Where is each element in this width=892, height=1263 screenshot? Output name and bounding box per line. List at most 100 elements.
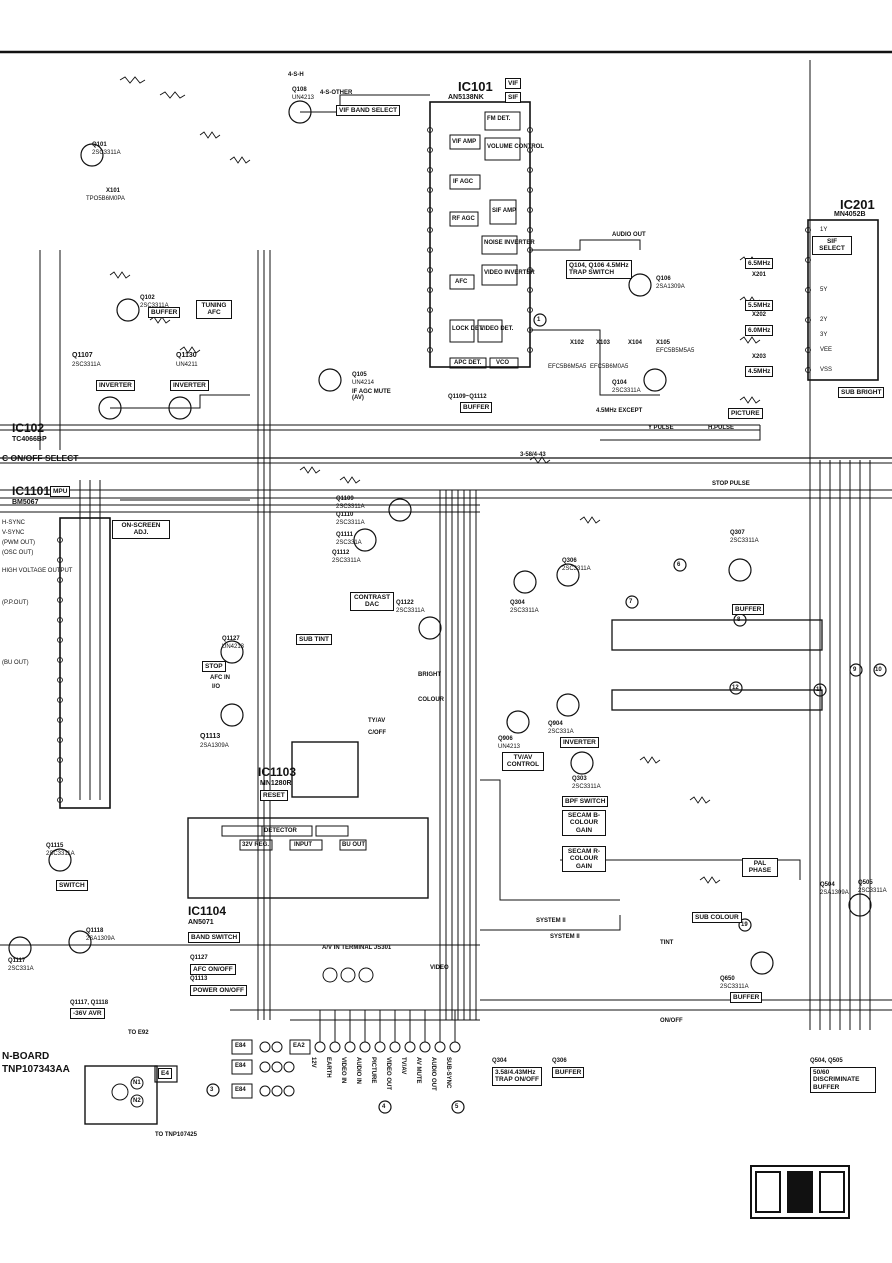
q307-ref: Q307 xyxy=(730,530,745,536)
q1122-part: 2SC3311A xyxy=(396,608,425,614)
note-q504-desc: 50/60 DISCRIMINATE BUFFER xyxy=(810,1067,876,1094)
q108-part: UN4213 xyxy=(292,95,315,101)
ic1101-pin-osc: (OSC OUT) xyxy=(2,550,34,556)
q1130-ref: Q1130 xyxy=(176,352,197,359)
x202-ref: X202 xyxy=(752,312,767,318)
ic101-block-lock: LOCK DET. xyxy=(452,326,484,332)
ic101-block-video-inv: VIDEO INVERTER xyxy=(484,270,535,276)
misc-tint: TINT xyxy=(660,940,674,946)
connector-n2: N2 xyxy=(133,1098,141,1104)
ic1101-pin-vsync: V-SYNC xyxy=(2,530,25,536)
buffer-label-3: BUFFER xyxy=(730,992,763,1004)
pin-av-mute: AV MUTE xyxy=(415,1057,421,1084)
q1118-part: 2SA1309A xyxy=(86,936,115,942)
q650-ref: Q650 xyxy=(720,976,735,982)
vif-band-select-label: VIF BAND SELECT xyxy=(336,105,401,117)
ic101-block-vco: VCO xyxy=(496,360,510,366)
secam-b-colour-label: SECAM B-COLOUR GAIN xyxy=(562,810,606,837)
ic1103-part: MN1280R xyxy=(260,780,292,787)
ic101-block-apc: APC DET. xyxy=(454,360,482,366)
connector-e84-3: E84 xyxy=(235,1087,246,1093)
ic102-part: TC4066BP xyxy=(12,436,47,443)
ic201-pin-vee: VEE xyxy=(820,347,833,353)
contrast-dac-label: CONTRAST DAC xyxy=(350,592,394,611)
page-position-indicator xyxy=(750,1165,850,1219)
q304-part: 2SC3311A xyxy=(510,608,539,614)
ic1101-pin-pwm: (PWM OUT) xyxy=(2,540,35,546)
inverter-label: INVERTER xyxy=(96,380,135,392)
switch-label: SWITCH xyxy=(56,880,88,892)
marker-9: 9 xyxy=(853,667,857,673)
sub-bright-label: SUB BRIGHT xyxy=(838,387,885,399)
note-q1117-desc: -36V AVR xyxy=(70,1008,105,1020)
marker-4: 4 xyxy=(382,1104,386,1110)
connector-ea2: EA2 xyxy=(293,1043,305,1049)
misc-tyav: TY/AV xyxy=(368,718,386,724)
ic101-block-vif-amp: VIF AMP xyxy=(452,139,477,145)
q505-part: 2SC3311A xyxy=(858,888,887,894)
q1117-ref: Q1117 xyxy=(8,958,26,964)
q108-ref: Q108 xyxy=(292,87,307,93)
video-label: VIDEO xyxy=(430,965,449,971)
q1127-part: UN4213 xyxy=(222,644,245,650)
secam-r-colour-label: SECAM R-COLOUR GAIN xyxy=(562,846,606,873)
marker-10: 10 xyxy=(875,667,882,673)
pin-earth: EARTH xyxy=(325,1057,331,1078)
trap-switch-label: Q104, Q106 4.5MHz TRAP SWITCH xyxy=(566,260,632,279)
pin-video-out: VIDEO OUT xyxy=(385,1057,391,1091)
av-terminal-label: A/V IN TERMINAL JS301 xyxy=(322,945,392,951)
note-q304-desc: 3.58/4.43MHz TRAP ON/OFF xyxy=(492,1067,542,1086)
x105-ref: X105 xyxy=(656,340,671,346)
q1130-part: UN4211 xyxy=(176,362,198,368)
ic201-part: MN4052B xyxy=(834,211,866,218)
pin-audio-in: AUDIO IN xyxy=(355,1057,361,1084)
pin-tv-av: TV/AV xyxy=(400,1057,406,1075)
pin-picture: PICTURE xyxy=(370,1057,376,1084)
ic101-block-volume: VOLUME CONTROL xyxy=(487,144,544,150)
buffer-label-2: BUFFER xyxy=(732,604,765,616)
ic1101-part: BM5067 xyxy=(12,499,39,506)
ic101-part: AN5138NK xyxy=(448,94,484,101)
q505-ref: Q505 xyxy=(858,880,873,886)
misc-4sother: 4-S-OTHER xyxy=(320,90,353,96)
pin-video-in: VIDEO IN xyxy=(340,1057,346,1084)
q1111-ref: Q1111 xyxy=(336,532,354,538)
connector-e84-2: E84 xyxy=(235,1063,246,1069)
board-part: TNP107343AA xyxy=(2,1064,70,1075)
q105-ref: Q105 xyxy=(352,372,367,378)
board-to-e92: TO E92 xyxy=(128,1030,149,1036)
ic101-block-video-det: VIDEO DET. xyxy=(480,326,514,332)
note-q504-ref: Q504, Q505 xyxy=(810,1058,843,1064)
ic101-block-afc: AFC xyxy=(455,279,468,285)
misc-afc-in: AFC IN xyxy=(210,675,230,681)
marker-19: 19 xyxy=(741,922,748,928)
q1109-part: 2SC3311A xyxy=(336,504,365,510)
ic101-block-rf-agc: RF AGC xyxy=(452,216,475,222)
ic201-ref: IC201 xyxy=(840,197,875,212)
marker-11: 11 xyxy=(816,687,823,693)
inverter-label-3: INVERTER xyxy=(560,737,599,749)
on-screen-adj-label: ON-SCREEN ADJ. xyxy=(112,520,170,539)
board-name: N-BOARD xyxy=(2,1051,50,1062)
q106-part: 2SA1309A xyxy=(656,284,685,290)
marker-6: 6 xyxy=(677,562,681,568)
q1118-ref: Q1118 xyxy=(86,928,104,934)
ic101-block-noise: NOISE INVERTER xyxy=(484,240,535,246)
ic1101-pin-bu: (BU OUT) xyxy=(2,660,29,666)
tv-av-control-label: TV/AV CONTROL xyxy=(502,752,544,771)
misc-system2: SYSTEM II xyxy=(550,934,580,940)
q104-part: 2SC3311A xyxy=(612,388,641,394)
freq-label-except: 4.5MHz EXCEPT xyxy=(596,408,643,414)
ic1103-ref: IC1103 xyxy=(258,765,297,779)
q904-ref: Q904 xyxy=(548,721,563,727)
q1115-part: 2SC3311A xyxy=(46,851,75,857)
q306-part: 2SC3311A xyxy=(562,566,591,572)
buffer-label: BUFFER xyxy=(148,307,181,319)
q1107-ref: Q1107 xyxy=(72,352,93,359)
q1111-part: 2SC331A xyxy=(336,540,362,546)
ic201-pin-vss: VSS xyxy=(820,367,833,373)
ic1101-ref: IC1101 xyxy=(12,484,51,498)
misc-io: I/O xyxy=(212,684,221,690)
freq-label-2: 5.5MHz xyxy=(745,300,774,312)
